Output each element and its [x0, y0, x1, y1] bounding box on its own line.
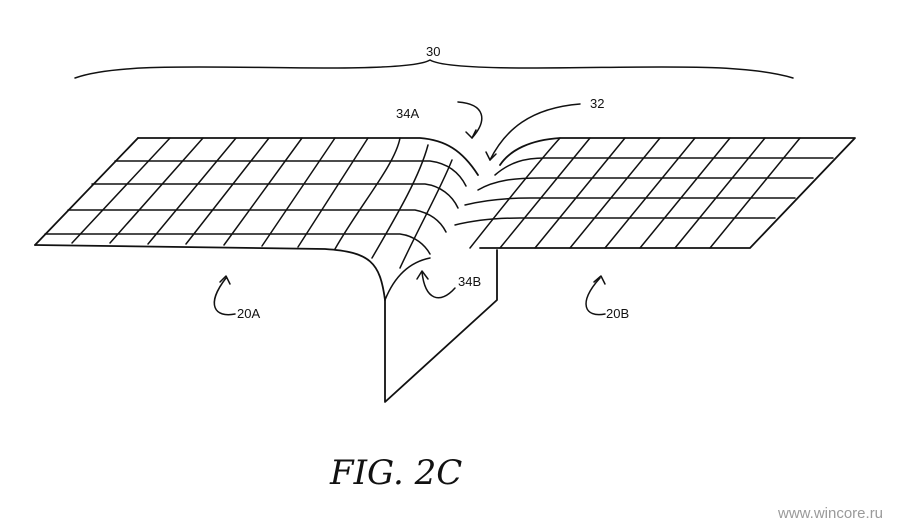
fold-wall-34B [384, 249, 498, 403]
label-30: 30 [426, 44, 440, 59]
label-34A: 34A [396, 106, 419, 121]
right-panel-20B [454, 137, 856, 249]
label-34B: 34B [458, 274, 481, 289]
label-32: 32 [590, 96, 604, 111]
figure-caption: FIG. 2C [329, 453, 462, 493]
left-panel-20A [34, 137, 479, 301]
watermark: www.wincore.ru [777, 505, 883, 522]
leader-arrows [213, 101, 606, 316]
label-20B: 20B [606, 306, 629, 321]
brace-30 [74, 59, 794, 79]
label-20A: 20A [237, 306, 260, 321]
